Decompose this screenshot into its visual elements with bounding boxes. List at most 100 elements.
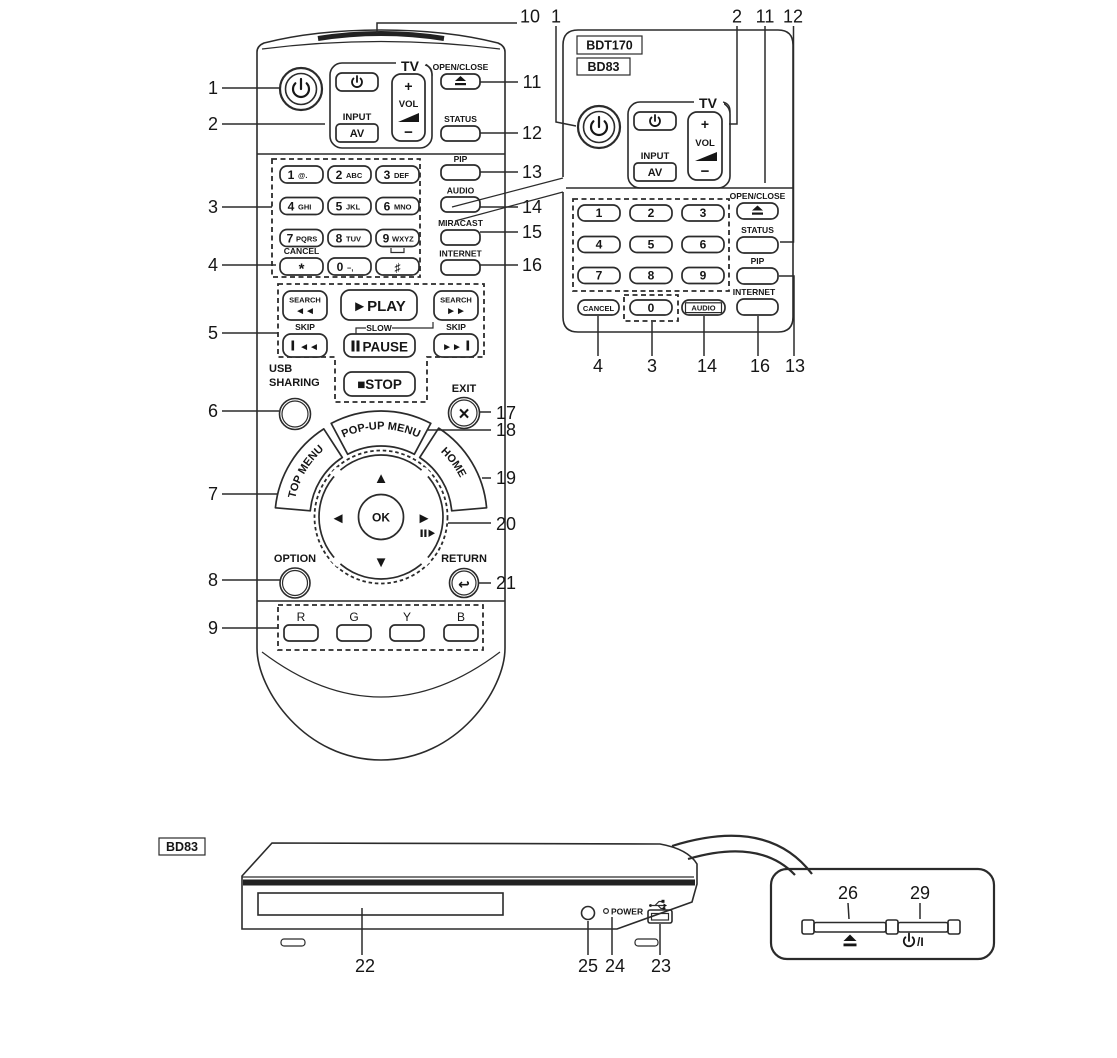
key-6[interactable]: 6 MNO <box>375 196 420 216</box>
key-digit: 6 <box>700 238 707 252</box>
key-7[interactable]: 7 PQRS <box>279 228 324 248</box>
return-button[interactable]: ↩ <box>448 567 480 599</box>
callout-3: 3 <box>647 356 657 376</box>
key-4[interactable]: 4 <box>577 235 621 254</box>
key-6[interactable]: 6 <box>681 235 725 254</box>
exit-button[interactable]: × <box>447 396 481 430</box>
key-letters: JKL <box>346 203 361 212</box>
callout-9: 9 <box>208 618 218 638</box>
model-badge-bdt170: BDT170 <box>576 35 643 55</box>
status-button[interactable] <box>440 125 481 142</box>
tv-label: TV <box>699 95 718 111</box>
key-digit: 7 <box>287 232 294 246</box>
key-2[interactable]: 2 <box>629 204 673 222</box>
power-button[interactable] <box>576 104 622 150</box>
key-5[interactable]: 5 <box>629 235 673 254</box>
tv-volume-rocker[interactable]: + VOL − <box>687 111 723 181</box>
red-key[interactable] <box>283 624 319 642</box>
input-label: INPUT <box>343 112 372 123</box>
playback-cluster: SEARCH ◄◄ ►PLAY SEARCH ►► SKIP SLOW SKIP <box>277 283 485 403</box>
key-1[interactable]: 1 <box>577 204 621 222</box>
usb-port[interactable] <box>647 909 673 924</box>
key-4[interactable]: 4 GHI <box>279 196 324 216</box>
key-letters: WXYZ <box>392 235 414 244</box>
arrow-up-icon[interactable]: ▲ <box>374 470 389 487</box>
callout-8: 8 <box>208 570 218 590</box>
search-back-button[interactable]: SEARCH ◄◄ <box>282 290 328 321</box>
search-forward-button[interactable]: SEARCH ►► <box>433 290 479 321</box>
yellow-key[interactable] <box>389 624 425 642</box>
miracast-button[interactable] <box>440 229 481 246</box>
power-bar-button[interactable] <box>897 921 949 933</box>
callout-13: 13 <box>785 356 805 376</box>
tv-input-av-button[interactable]: AV <box>335 123 379 143</box>
callout-14: 14 <box>697 356 717 376</box>
status-button[interactable] <box>736 236 779 254</box>
open-close-bar-button[interactable] <box>813 921 887 933</box>
open-close-button[interactable] <box>440 73 481 90</box>
key-star[interactable]: * <box>279 257 324 278</box>
callout-4: 4 <box>208 255 218 275</box>
key-3[interactable]: 3 <box>681 204 725 222</box>
tv-cluster-outline <box>329 62 433 149</box>
key-7[interactable]: 7 <box>577 266 621 285</box>
popup-menu-button[interactable] <box>330 410 432 456</box>
key-0[interactable]: 0 −, <box>327 257 372 276</box>
key-letters: ABC <box>346 171 363 180</box>
power-button[interactable] <box>278 66 324 112</box>
usb-sharing-button[interactable] <box>278 397 312 431</box>
internet-button[interactable] <box>736 298 779 316</box>
close-icon: × <box>458 404 469 425</box>
pip-button[interactable] <box>440 164 481 181</box>
tv-power-button[interactable] <box>335 72 379 92</box>
pause-button[interactable]: PAUSE <box>343 333 416 358</box>
pip-button[interactable] <box>736 267 779 285</box>
key-3[interactable]: 3 DEF <box>375 165 420 184</box>
arrow-right-icon[interactable]: ► <box>417 510 432 527</box>
power-led <box>602 907 609 914</box>
callout-2: 2 <box>208 114 218 134</box>
key-0[interactable]: 0 <box>629 299 673 316</box>
audio-button[interactable]: AUDIO <box>681 299 726 316</box>
top-menu-button[interactable] <box>274 428 344 512</box>
tv-power-button[interactable] <box>633 111 677 131</box>
power-icon <box>291 77 311 99</box>
zoom-arrow-upper <box>671 834 813 875</box>
key-8[interactable]: 8 TUV <box>327 228 372 248</box>
open-close-button[interactable] <box>736 202 779 220</box>
skip-back-button[interactable]: ◄◄ <box>282 333 328 358</box>
callout-17: 17 <box>496 403 516 423</box>
disc-tray[interactable] <box>257 892 504 916</box>
skip-forward-button[interactable]: ►► <box>433 333 479 358</box>
green-key[interactable] <box>336 624 372 642</box>
tv-power-icon <box>649 114 661 127</box>
key-1[interactable]: 1 @. <box>279 165 324 184</box>
tv-input-av-button[interactable]: AV <box>633 162 677 182</box>
search-label: SEARCH <box>440 296 472 305</box>
play-button[interactable]: ►PLAY <box>340 289 418 321</box>
blue-key[interactable] <box>443 624 479 642</box>
key-9[interactable]: 9 WXYZ <box>375 228 420 248</box>
key-digit: 9 <box>700 269 707 283</box>
key-9[interactable]: 9 <box>681 266 725 285</box>
pause-bar <box>351 340 355 352</box>
ok-button[interactable]: OK <box>357 493 405 541</box>
key-hash[interactable]: ♯ <box>375 257 420 276</box>
home-button[interactable] <box>418 427 488 512</box>
tv-volume-rocker[interactable]: + VOL − <box>391 73 426 142</box>
key-8[interactable]: 8 <box>629 266 673 285</box>
stop-button[interactable]: ■STOP <box>343 371 416 397</box>
key-2[interactable]: 2 ABC <box>327 165 372 184</box>
arrow-down-icon[interactable]: ▼ <box>374 554 389 571</box>
option-button[interactable] <box>279 567 311 599</box>
arrow-left-icon[interactable]: ◄ <box>331 510 346 527</box>
callout-6: 6 <box>208 401 218 421</box>
key-5[interactable]: 5 JKL <box>327 196 372 216</box>
tv-label-patch <box>396 58 426 71</box>
internet-button[interactable] <box>440 259 481 276</box>
callout-1: 1 <box>551 7 561 27</box>
leader-10 <box>376 22 517 33</box>
callout-12: 12 <box>783 7 803 27</box>
cancel-button[interactable]: CANCEL <box>577 299 620 316</box>
tv-label-hook <box>722 101 731 114</box>
